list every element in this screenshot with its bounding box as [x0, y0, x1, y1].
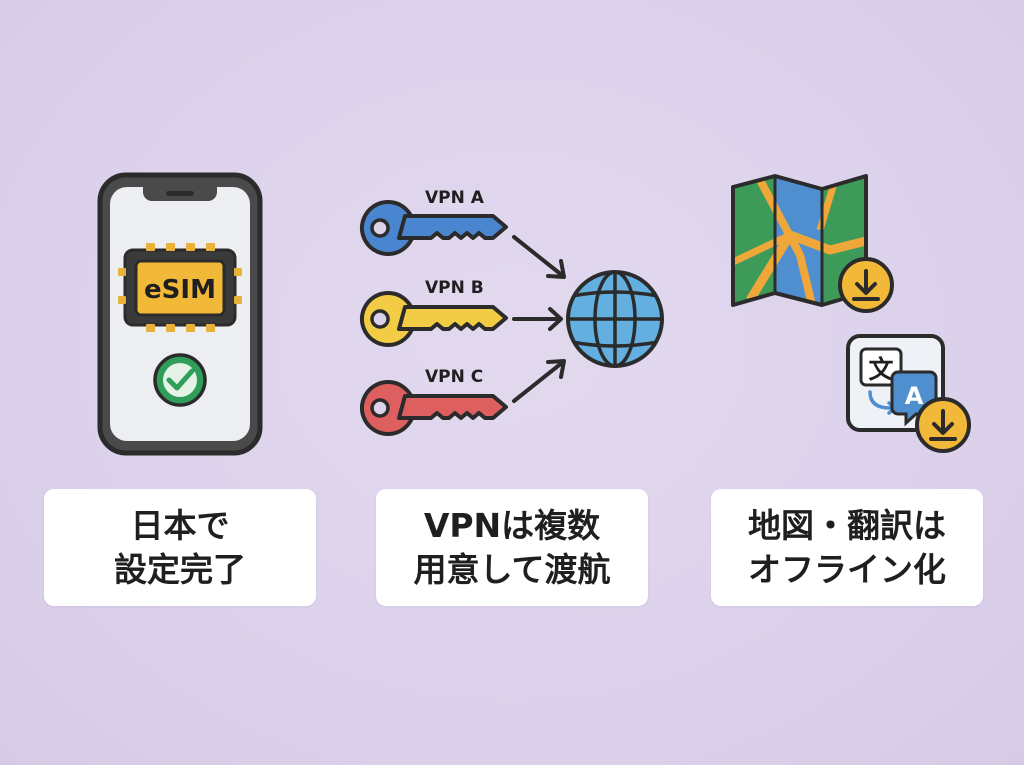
caption-line: オフライン化 — [748, 549, 946, 589]
caption-line: 日本で — [130, 505, 230, 545]
key-icon — [360, 199, 508, 257]
vpn-key-label: VPN A — [425, 188, 485, 208]
caption-line: 地図・翻訳は — [748, 505, 946, 545]
esim-chip-icon: eSIM — [118, 243, 242, 332]
check-circle-icon — [153, 353, 207, 407]
caption-card-esim: 日本で 設定完了 — [44, 489, 316, 606]
caption-line: 用意して渡航 — [413, 549, 611, 589]
caption-line: VPNは複数 — [423, 505, 601, 545]
download-icon — [915, 397, 971, 453]
caption-card-vpn: VPNは複数 用意して渡航 — [376, 489, 648, 606]
caption-card-offline: 地図・翻訳は オフライン化 — [711, 489, 983, 606]
esim-chip-label: eSIM — [144, 275, 216, 305]
vpn-key-label: VPN B — [425, 278, 484, 298]
key-icon — [360, 379, 508, 437]
folded-map-icon — [731, 174, 868, 307]
vpn-key-label: VPN C — [425, 367, 483, 387]
translate-source-glyph: 文 — [868, 355, 894, 384]
vpn-keys-group: VPN A VPN B VPN C — [360, 188, 508, 437]
translate-target-glyph: A — [905, 382, 924, 410]
arrow-icon — [512, 307, 563, 331]
key-icon — [360, 290, 508, 348]
globe-icon — [566, 270, 664, 368]
arrow-icon — [512, 235, 566, 279]
download-icon — [838, 257, 894, 313]
arrow-icon — [512, 359, 566, 403]
caption-line: 設定完了 — [114, 549, 246, 589]
